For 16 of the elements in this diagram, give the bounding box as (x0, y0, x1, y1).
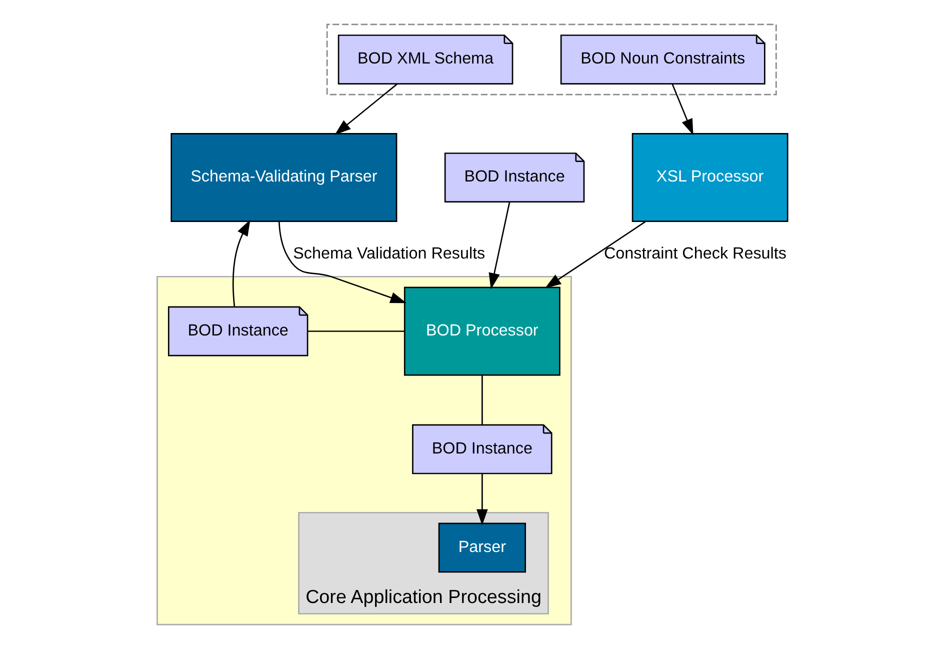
arrow (671, 84, 693, 136)
edge-label: Constraint Check Results (604, 244, 786, 263)
node-box: Parser (438, 522, 526, 573)
edge-label: Schema Validation Results (292, 244, 485, 263)
arrow (232, 220, 250, 307)
node-box: BOD Processor (403, 286, 560, 376)
arrow (544, 221, 646, 288)
arrow (278, 222, 406, 304)
arrow (488, 202, 510, 290)
arrow (334, 83, 398, 135)
connector (481, 376, 482, 425)
arrow (476, 474, 488, 526)
cluster (326, 24, 776, 96)
node-box: XSL Processor (631, 133, 788, 222)
node-box: Schema-Validating Parser (170, 133, 397, 222)
connector (307, 330, 404, 332)
